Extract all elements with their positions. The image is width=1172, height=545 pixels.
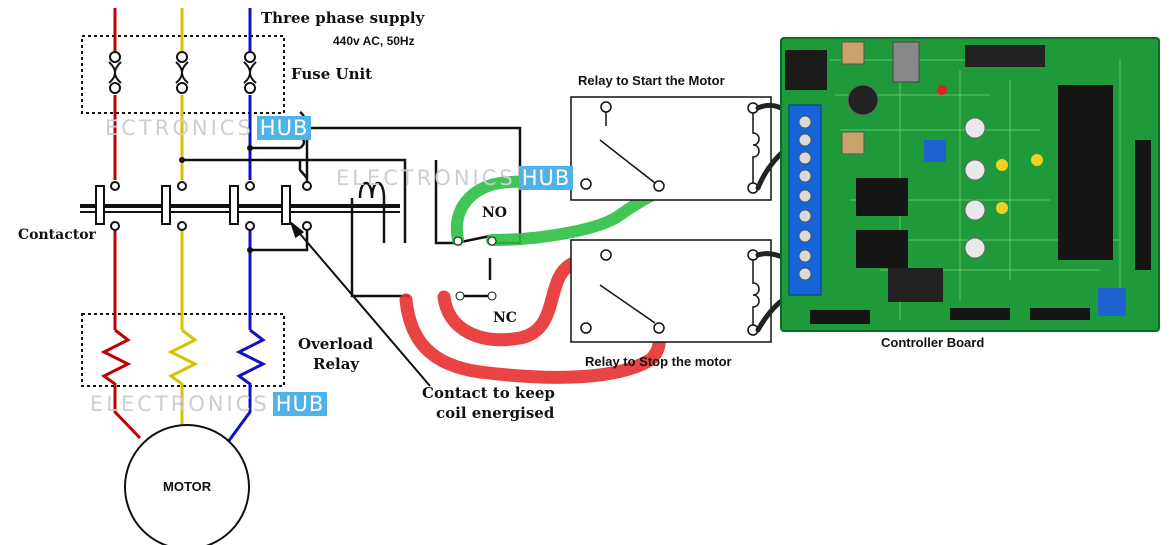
controller-board-label: Controller Board — [881, 335, 985, 350]
keep-contact-label-line1: Contact to keep — [422, 384, 555, 402]
keep-contact-label-line2: coil energised — [436, 404, 555, 422]
watermark-hub: HUB — [256, 116, 312, 140]
contactor-label: Contactor — [18, 227, 96, 243]
relay-stop-box — [570, 239, 772, 343]
supply-spec-label: 440v AC, 50Hz — [333, 34, 415, 48]
watermark-hub: HUB — [518, 166, 574, 190]
overload-label-line1: Overload — [298, 335, 374, 353]
relay-start-box — [570, 96, 772, 201]
motor-label: MOTOR — [163, 479, 212, 494]
phase-b-line — [226, 8, 267, 443]
phase-y-line — [167, 8, 199, 430]
overload-label-line2: Relay — [313, 355, 360, 373]
fuse-symbols — [108, 51, 257, 94]
no-contact-label: NO — [482, 205, 507, 221]
watermark-text: ELECTRONICS — [90, 392, 270, 416]
control-wiring — [182, 111, 522, 387]
relay-start-label: Relay to Start the Motor — [578, 73, 725, 88]
phase-r-line — [100, 8, 142, 440]
nc-contact-label: NC — [493, 310, 517, 326]
supply-label: Three phase supply — [261, 9, 425, 27]
controller-board — [780, 37, 1160, 332]
contactor — [80, 181, 400, 231]
motor-symbol — [124, 424, 250, 545]
watermark-text: ELECTRONICS — [336, 166, 516, 190]
relay-stop-label: Relay to Stop the motor — [585, 354, 732, 369]
watermark-hub: HUB — [272, 392, 328, 416]
watermark-text: ECTRONICS — [105, 116, 254, 140]
fuse-unit-label: Fuse Unit — [291, 65, 373, 83]
stop-signal-wire — [399, 293, 667, 384]
